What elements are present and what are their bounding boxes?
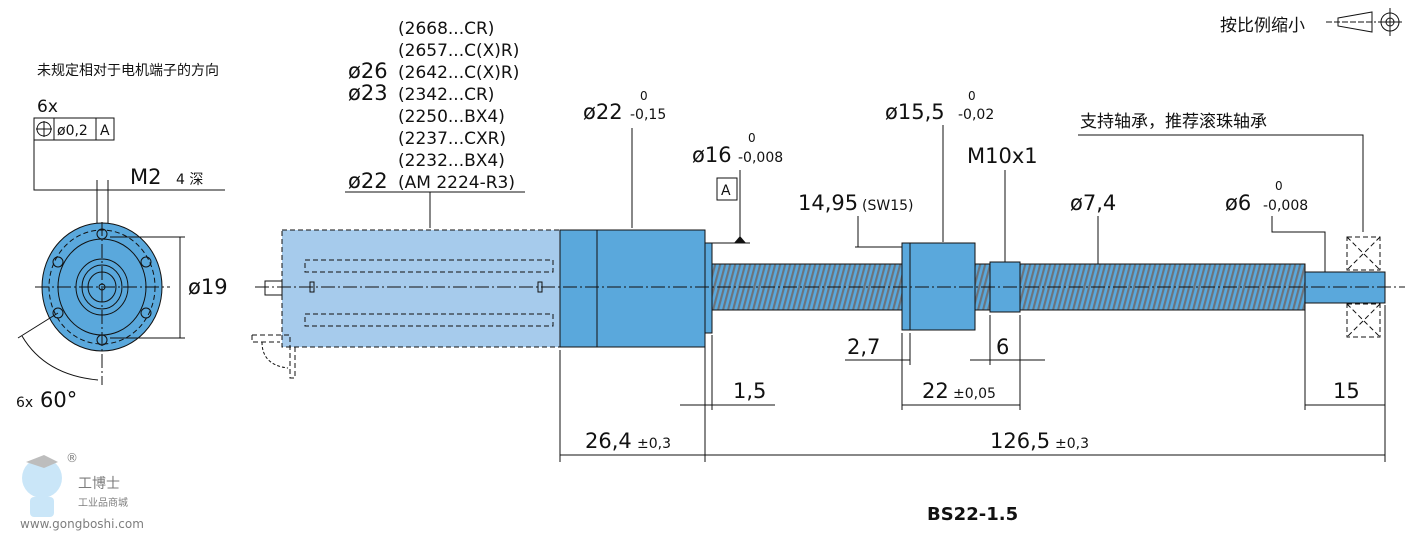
dim-15: 15	[1333, 379, 1360, 403]
dim-d16-upper: 0	[748, 131, 756, 145]
dim-d22: ø22	[583, 100, 623, 124]
svg-text:ø23: ø23	[348, 81, 388, 105]
dim-2-7: 2,7	[847, 335, 880, 359]
svg-text:www.gongboshi.com: www.gongboshi.com	[20, 517, 144, 531]
dim-d22-upper: 0	[640, 89, 648, 103]
dim-d6-upper: 0	[1275, 179, 1283, 193]
front-view	[35, 222, 170, 385]
hole-count: 6x	[37, 97, 58, 117]
svg-text:工业品商城: 工业品商城	[78, 496, 128, 509]
motor-list: (2668...CR) (2657...C(X)R) ø26 (2642...C…	[348, 19, 519, 193]
position-tolerance-frame: ø0,2 A	[33, 117, 115, 141]
svg-text:A: A	[100, 123, 110, 139]
svg-text:(AM 2224-R3): (AM 2224-R3)	[398, 173, 515, 193]
dim-d6-lower: -0,008	[1263, 198, 1308, 214]
orientation-note: 未规定相对于电机端子的方向	[37, 63, 219, 79]
dim-d16-lower: -0,008	[738, 150, 783, 166]
dim-1-5: 1,5	[733, 379, 766, 403]
svg-text:ø22: ø22	[348, 169, 388, 193]
thread-depth: 4 深	[176, 172, 203, 188]
watermark-logo: ® 工博士 工业品商城 www.gongboshi.com	[20, 451, 144, 531]
dim-d22-lower: -0,15	[630, 107, 666, 123]
dim-22-tol: ±0,05	[953, 386, 996, 402]
dim-d16: ø16	[692, 143, 732, 167]
motor-body	[251, 229, 561, 379]
svg-text:(2657...C(X)R): (2657...C(X)R)	[398, 41, 519, 61]
svg-text:(2668...CR): (2668...CR)	[398, 19, 494, 39]
angle-count: 6x	[16, 395, 33, 411]
thread-label: M2	[130, 165, 161, 189]
dim-26-4-tol: ±0,3	[637, 436, 671, 452]
svg-text:(2232...BX4): (2232...BX4)	[398, 151, 505, 171]
dim-d74: ø7,4	[1070, 191, 1116, 215]
angle-value: 60°	[40, 388, 77, 412]
bearing-note: 支持轴承，推荐滚珠轴承	[1080, 112, 1267, 132]
svg-text:工博士: 工博士	[78, 475, 120, 492]
model-name: BS22-1.5	[927, 504, 1018, 525]
datum-a: A	[721, 183, 731, 199]
front-diameter: ø19	[188, 275, 228, 299]
dim-sw: 14,95	[798, 191, 858, 215]
projection-symbol-icon	[1326, 8, 1402, 36]
svg-text:(2237...CXR): (2237...CXR)	[398, 129, 506, 149]
gearhead	[559, 229, 713, 348]
dim-d155-lower: -0,02	[958, 107, 994, 123]
svg-text:(2642...C(X)R): (2642...C(X)R)	[398, 63, 519, 83]
bearing-symbol-icon	[1346, 236, 1381, 338]
lower-dimensions	[559, 305, 1386, 462]
svg-text:(2250...BX4): (2250...BX4)	[398, 107, 505, 127]
svg-text:ø26: ø26	[348, 59, 388, 83]
dim-d155: ø15,5	[885, 100, 945, 124]
dim-26-4: 26,4	[585, 429, 632, 453]
dim-22: 22	[922, 379, 949, 403]
dim-sw-note: (SW15)	[862, 198, 913, 214]
svg-text:(2342...CR): (2342...CR)	[398, 85, 494, 105]
dim-d155-upper: 0	[968, 89, 976, 103]
scale-note: 按比例缩小	[1220, 16, 1305, 36]
dim-126-5-tol: ±0,3	[1055, 436, 1089, 452]
svg-text:ø0,2: ø0,2	[57, 123, 88, 139]
dim-d6: ø6	[1225, 191, 1251, 215]
angle-arc	[21, 335, 99, 381]
dim-m10: M10x1	[967, 144, 1038, 168]
dim-126-5: 126,5	[990, 429, 1050, 453]
svg-text:®: ®	[66, 451, 78, 465]
dim-6: 6	[996, 335, 1009, 359]
